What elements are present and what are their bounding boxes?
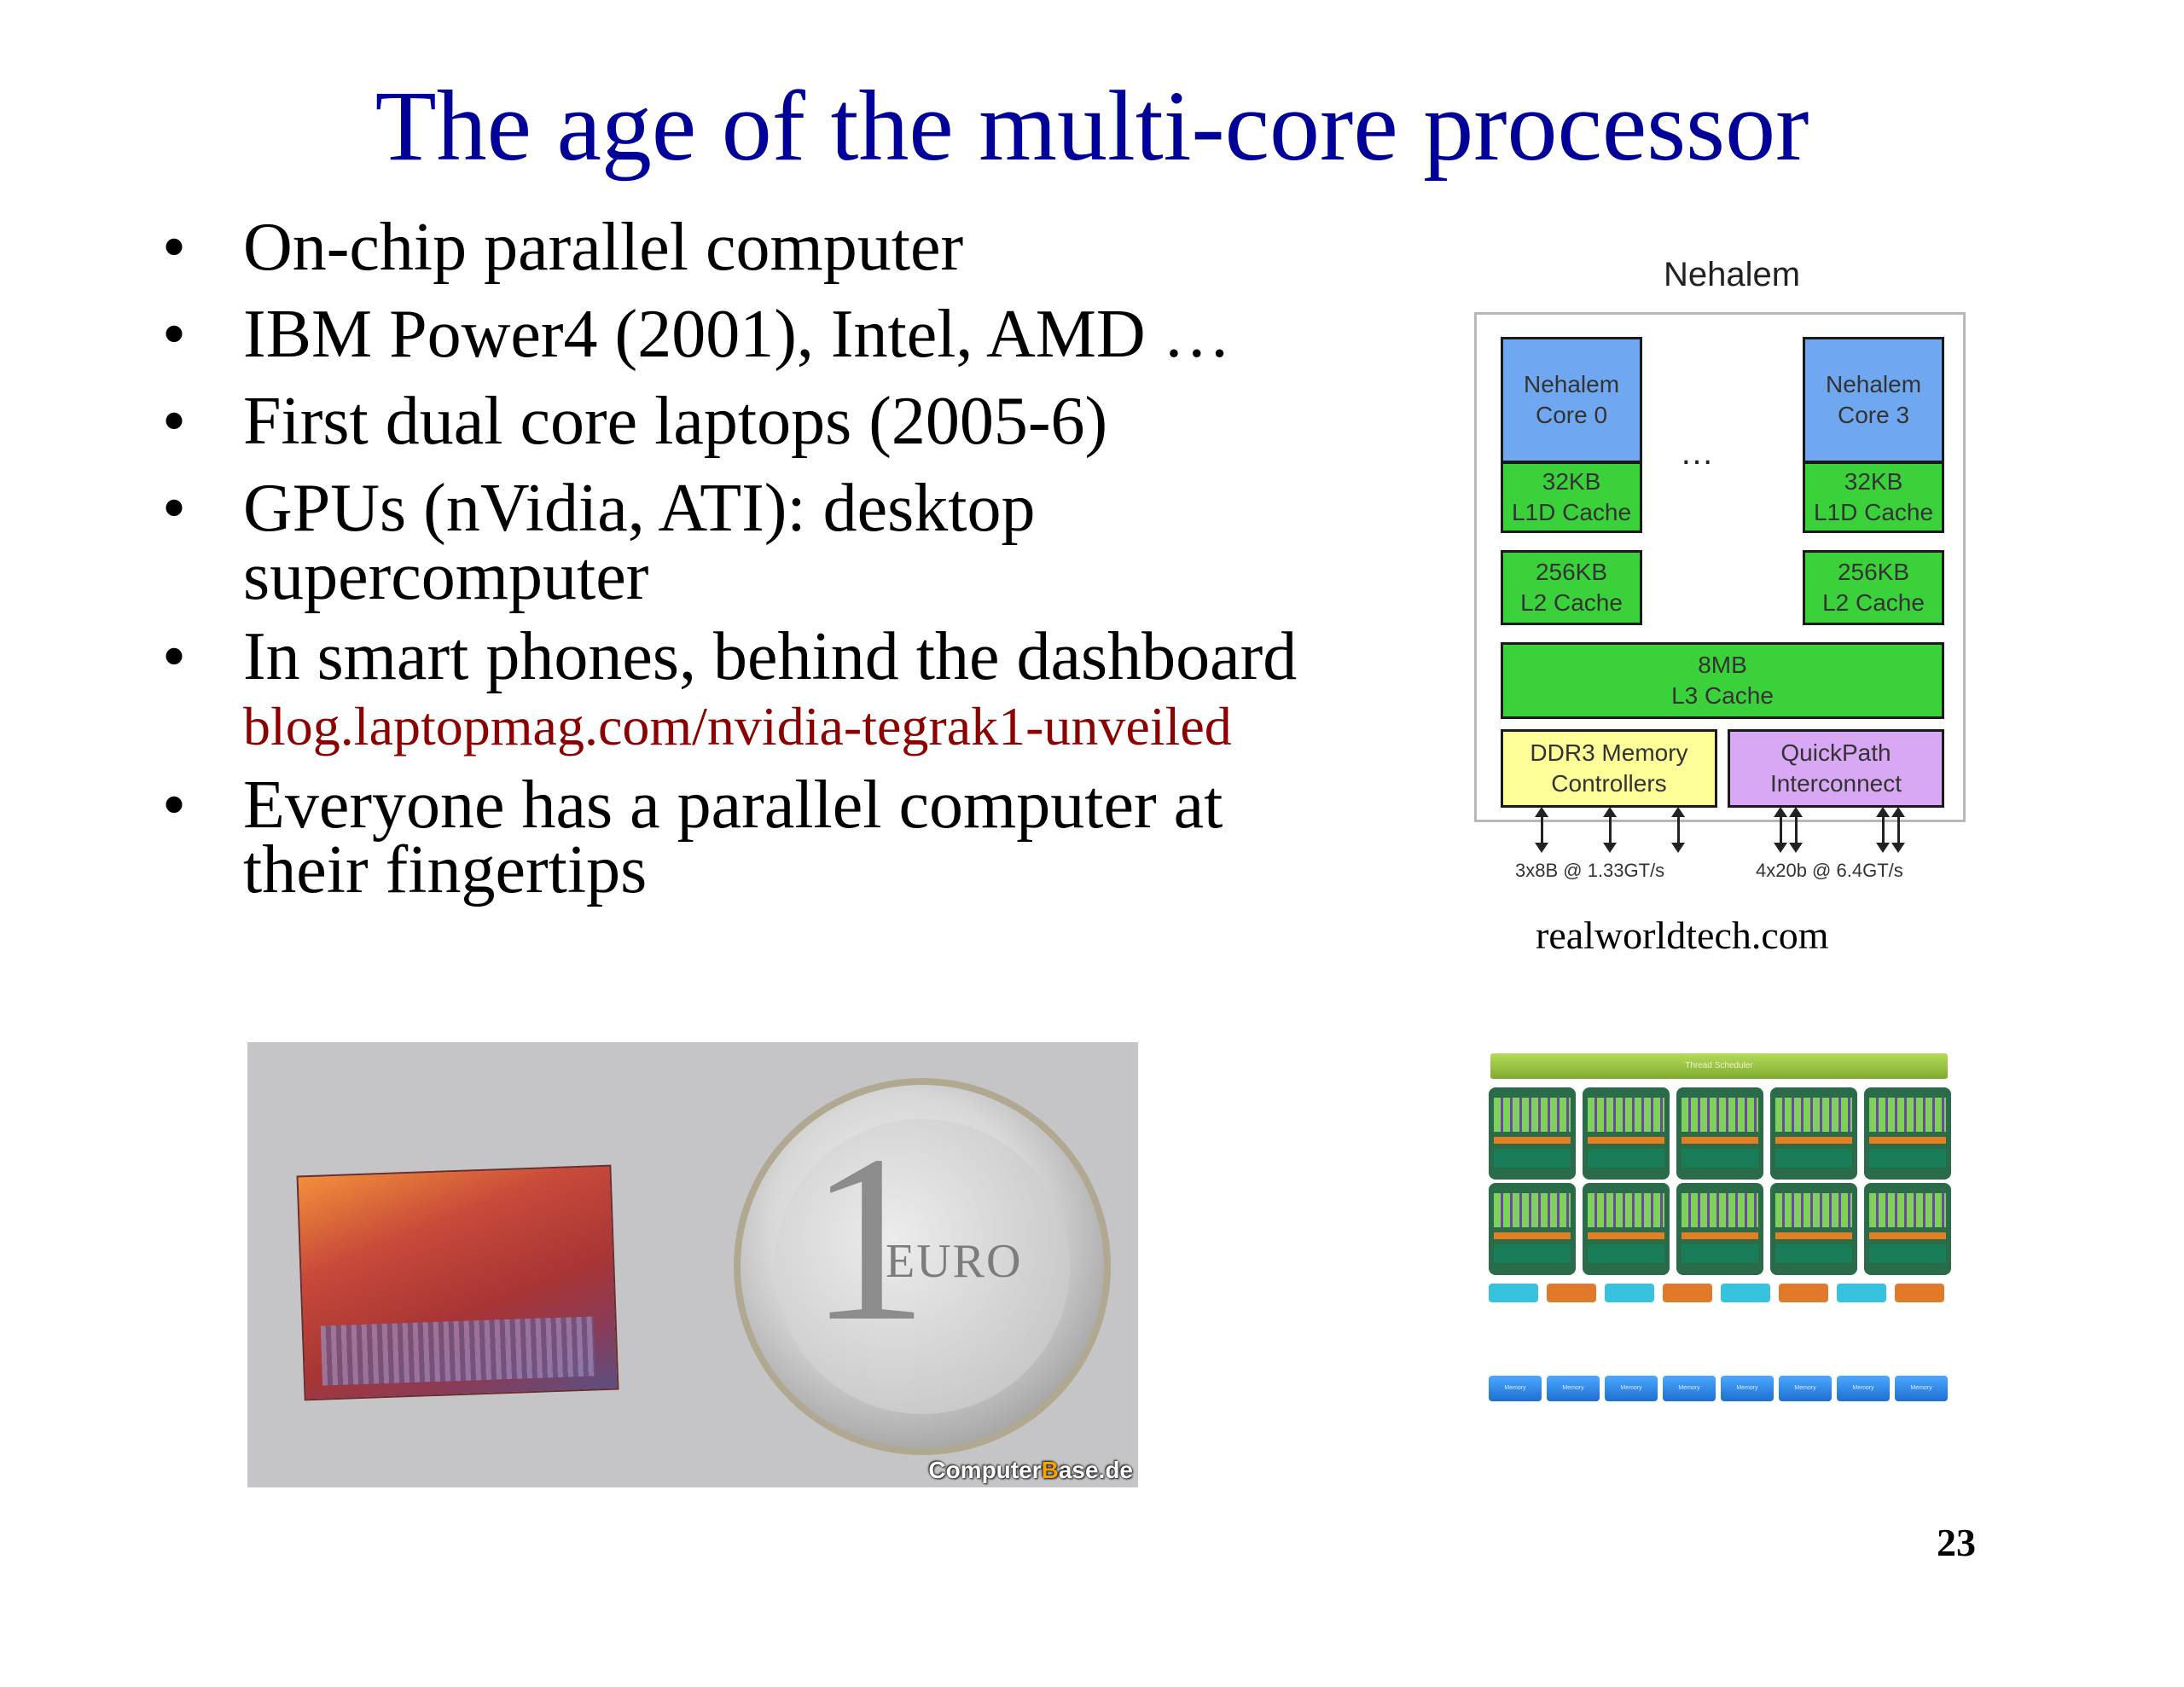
ddr3-memory-controllers: DDR3 Memory Controllers <box>1501 729 1717 808</box>
bullet-dot: • <box>162 384 187 459</box>
l1-label: L1D Cache <box>1511 499 1632 525</box>
coin-text: EURO <box>886 1235 1023 1288</box>
bullet-dot: • <box>162 619 187 694</box>
sm-block <box>1489 1183 1576 1275</box>
l3-size: 8MB <box>1698 652 1747 678</box>
core-3-l1-cache: 32KB L1D Cache <box>1803 461 1944 533</box>
gpu-memory-block: Memory <box>1779 1376 1832 1401</box>
gpu-memory-block: Memory <box>1895 1376 1948 1401</box>
qpi-label-2: Interconnect <box>1769 770 1902 797</box>
sm-block <box>1583 1183 1670 1275</box>
gpu-cache-block <box>1895 1284 1944 1302</box>
memory-bus-arrow <box>1671 807 1685 853</box>
bullet-text-continued: supercomputer <box>243 539 649 614</box>
processor-die <box>296 1164 619 1401</box>
l2-label: L2 Cache <box>1822 589 1925 616</box>
qpi-link-arrow <box>1789 807 1803 853</box>
qpi-link-arrow <box>1774 807 1787 853</box>
bullet-text: On-chip parallel computer <box>243 210 964 285</box>
gpu-cache-block <box>1779 1284 1828 1302</box>
gpu-cache-block <box>1837 1284 1886 1302</box>
thread-scheduler: Thread Scheduler <box>1490 1053 1948 1079</box>
memory-bandwidth: 3x8B @ 1.33GT/s <box>1515 860 1665 881</box>
bullet-dot: • <box>162 297 187 372</box>
sm-block <box>1864 1183 1951 1275</box>
sm-block <box>1864 1087 1951 1180</box>
sm-block <box>1770 1183 1857 1275</box>
qpi-link-arrow <box>1891 807 1905 853</box>
gpu-memory-block: Memory <box>1489 1376 1542 1401</box>
coin-digit: 1 <box>809 1105 928 1371</box>
nehalem-diagram: Nehalem Core 0 32KB L1D Cache 256KB L2 C… <box>1474 312 1966 822</box>
l3-cache: 8MB L3 Cache <box>1501 642 1944 719</box>
chip-and-coin-photo: 1 EURO ComputerBase.de <box>247 1042 1138 1487</box>
bullet-text: First dual core laptops (2005-6) <box>243 384 1108 459</box>
page-number: 23 <box>1937 1521 1976 1564</box>
qpi-bandwidth: 4x20b @ 6.4GT/s <box>1756 860 1903 881</box>
euro-coin: 1 EURO <box>734 1078 1111 1455</box>
bullet-text-continued: their fingertips <box>243 832 648 907</box>
core-0-label: Nehalem <box>1523 371 1620 397</box>
bullet-text: GPUs (nVidia, ATI): desktop <box>243 471 1036 546</box>
gpu-memory-block: Memory <box>1663 1376 1716 1401</box>
l2-label: L2 Cache <box>1520 589 1623 616</box>
ddr-label-2: Controllers <box>1551 770 1667 797</box>
core-3-block: Nehalem Core 3 <box>1803 337 1944 463</box>
bullet-text: IBM Power4 (2001), Intel, AMD … <box>243 297 1231 372</box>
core-0-id: Core 0 <box>1535 402 1608 428</box>
sm-block <box>1770 1087 1857 1180</box>
memory-bus-arrow <box>1535 807 1548 853</box>
nehalem-title: Nehalem <box>1663 256 1801 293</box>
nehalem-source: realworldtech.com <box>1536 913 1829 957</box>
l3-label: L3 Cache <box>1671 682 1774 709</box>
gpu-memory-block: Memory <box>1721 1376 1774 1401</box>
gpu-memory-block: Memory <box>1605 1376 1658 1401</box>
l1-label: L1D Cache <box>1813 499 1934 525</box>
sm-block <box>1676 1183 1763 1275</box>
gpu-cache-block <box>1605 1284 1654 1302</box>
gpu-cache-block <box>1489 1284 1538 1302</box>
gpu-cache-block <box>1663 1284 1712 1302</box>
sm-block <box>1676 1087 1763 1180</box>
core-3-label: Nehalem <box>1825 371 1922 397</box>
computerbase-watermark: ComputerBase.de <box>928 1457 1133 1483</box>
gpu-memory-block: Memory <box>1837 1376 1890 1401</box>
core-0-block: Nehalem Core 0 <box>1501 337 1642 463</box>
l2-size: 256KB <box>1535 559 1608 585</box>
bullet-dot: • <box>162 210 187 285</box>
core-3-id: Core 3 <box>1837 402 1910 428</box>
gpu-cache-block <box>1547 1284 1596 1302</box>
memory-bus-arrow <box>1603 807 1617 853</box>
quickpath-interconnect: QuickPath Interconnect <box>1728 729 1944 808</box>
qpi-label-1: QuickPath <box>1780 739 1891 766</box>
coin-face <box>775 1119 1070 1414</box>
bullet-text: In smart phones, behind the dashboard <box>243 619 1298 694</box>
die-cores <box>320 1316 595 1386</box>
sm-block <box>1583 1087 1670 1180</box>
blog-link[interactable]: blog.laptopmag.com/nvidia-tegrak1-unveil… <box>243 696 1232 757</box>
cores-ellipsis: … <box>1680 434 1714 472</box>
gpu-cache-block <box>1721 1284 1770 1302</box>
gpu-memory-block: Memory <box>1547 1376 1600 1401</box>
slide-title: The age of the multi-core processor <box>375 70 1809 182</box>
bullet-dot: • <box>162 768 187 843</box>
core-0-l1-cache: 32KB L1D Cache <box>1501 461 1642 533</box>
l1-size: 32KB <box>1542 468 1601 495</box>
bullet-dot: • <box>162 471 187 546</box>
sm-block <box>1489 1087 1576 1180</box>
ddr-label-1: DDR3 Memory <box>1530 739 1688 766</box>
core-3-l2-cache: 256KB L2 Cache <box>1803 550 1944 625</box>
l1-size: 32KB <box>1844 468 1903 495</box>
l2-size: 256KB <box>1837 559 1910 585</box>
qpi-link-arrow <box>1876 807 1890 853</box>
bullet-text: Everyone has a parallel computer at <box>243 768 1223 843</box>
core-0-l2-cache: 256KB L2 Cache <box>1501 550 1642 625</box>
